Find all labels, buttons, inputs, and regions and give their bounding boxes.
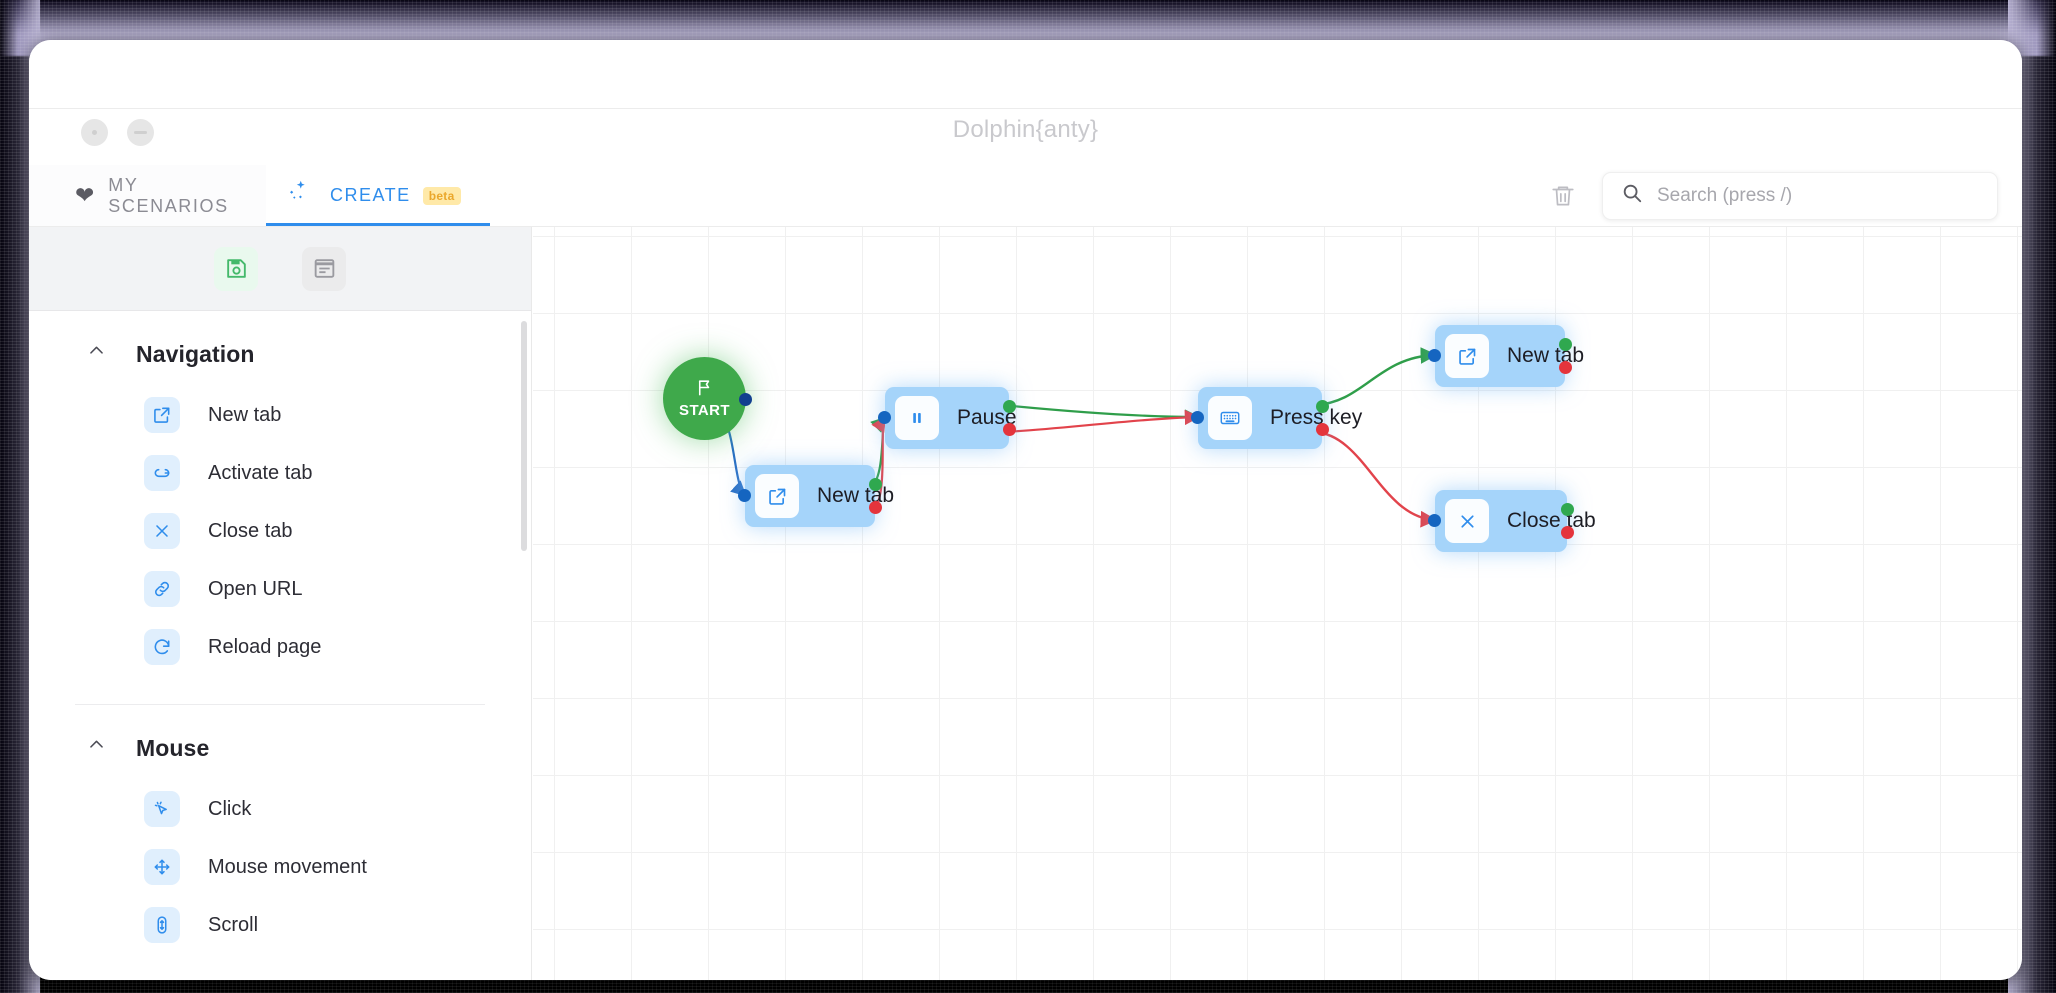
close-x-icon xyxy=(144,513,180,549)
search-input[interactable] xyxy=(1657,184,1979,207)
sidebar-item-label: Mouse movement xyxy=(208,855,367,878)
scenario-canvas[interactable]: START New tab xyxy=(533,227,2022,980)
sidebar: Navigation New tab xyxy=(29,227,532,980)
window-close-button[interactable] xyxy=(81,119,108,146)
sidebar-item-label: Click xyxy=(208,797,252,820)
port-output-error[interactable] xyxy=(1316,423,1329,436)
port-output-error[interactable] xyxy=(1003,423,1016,436)
scroll-icon xyxy=(144,907,180,943)
sidebar-group-title: Navigation xyxy=(136,341,255,367)
node-label: Close tab xyxy=(1507,509,1596,532)
save-disk-icon[interactable] xyxy=(214,246,258,291)
port-output-error[interactable] xyxy=(1561,526,1574,539)
node-label: Pause xyxy=(957,406,1017,429)
port-output-start[interactable] xyxy=(739,392,752,406)
sidebar-item-click[interactable]: Click xyxy=(29,780,531,838)
node-start[interactable]: START xyxy=(663,357,752,440)
sidebar-item-reload-page[interactable]: Reload page xyxy=(29,618,531,676)
port-output-success[interactable] xyxy=(1559,338,1572,351)
external-link-icon xyxy=(755,474,799,518)
sidebar-item-mouse-movement[interactable]: Mouse movement xyxy=(29,838,531,896)
notes-icon[interactable] xyxy=(302,246,346,291)
sidebar-item-new-tab[interactable]: New tab xyxy=(29,386,531,444)
port-output-success[interactable] xyxy=(869,478,882,491)
port-input[interactable] xyxy=(1428,349,1441,362)
sidebar-group-mouse: Mouse Click xyxy=(29,705,531,954)
port-output-success[interactable] xyxy=(1003,400,1016,413)
node-label: New tab xyxy=(1507,344,1585,367)
chevron-left-icon[interactable] xyxy=(483,227,517,236)
sidebar-group-header-navigation[interactable]: Navigation xyxy=(29,311,531,386)
port-input[interactable] xyxy=(738,489,751,502)
canvas-edges xyxy=(704,347,1438,528)
sidebar-group-header-mouse[interactable]: Mouse xyxy=(29,705,531,780)
external-link-icon xyxy=(144,397,180,433)
activate-tab-icon xyxy=(144,455,180,491)
app-window: Dolphin{anty} ❤ MY SCENARIOS CREATE b xyxy=(29,40,2022,980)
search-icon xyxy=(1621,182,1643,209)
sidebar-item-open-url[interactable]: Open URL xyxy=(29,560,531,618)
tab-create[interactable]: CREATE beta xyxy=(266,165,490,226)
title-bar: Dolphin{anty} xyxy=(29,40,2022,146)
pause-icon xyxy=(895,396,939,440)
toolbar-right xyxy=(1546,165,2022,226)
node-label: Press key xyxy=(1270,406,1363,429)
port-input[interactable] xyxy=(1191,411,1204,424)
port-output-error[interactable] xyxy=(869,501,882,514)
port-output-success[interactable] xyxy=(1316,400,1329,413)
close-x-icon xyxy=(1445,499,1489,543)
window-minimize-button[interactable] xyxy=(127,119,154,146)
sidebar-item-close-tab[interactable]: Close tab xyxy=(29,502,531,560)
reload-icon xyxy=(144,629,180,665)
tab-create-label: CREATE xyxy=(330,185,411,205)
sidebar-item-label: Activate tab xyxy=(208,461,313,484)
port-input[interactable] xyxy=(1428,514,1441,527)
node-label: New tab xyxy=(817,484,895,507)
port-output-error[interactable] xyxy=(1559,361,1572,374)
tab-strip: ❤ MY SCENARIOS CREATE beta xyxy=(29,165,2022,227)
node-new-tab-2[interactable]: New tab xyxy=(1428,325,1584,387)
sidebar-item-label: Close tab xyxy=(208,519,293,542)
chevron-up-icon xyxy=(87,341,106,365)
port-output-success[interactable] xyxy=(1561,503,1574,516)
flag-icon xyxy=(695,378,714,401)
sidebar-group-title: Mouse xyxy=(136,735,210,761)
sidebar-item-label: Open URL xyxy=(208,577,303,600)
sidebar-toolbar xyxy=(29,227,531,311)
canvas-grid xyxy=(533,227,2022,980)
sidebar-item-label: Reload page xyxy=(208,635,322,658)
external-link-icon xyxy=(1445,334,1489,378)
cursor-click-icon xyxy=(144,791,180,827)
node-new-tab-1[interactable]: New tab xyxy=(738,465,894,527)
node-start-label: START xyxy=(679,402,730,419)
search-box[interactable] xyxy=(1602,171,1998,220)
sidebar-item-label: New tab xyxy=(208,403,282,426)
tab-my-scenarios-label: MY SCENARIOS xyxy=(108,174,229,216)
node-pause[interactable]: Pause xyxy=(878,387,1017,449)
tab-my-scenarios[interactable]: ❤ MY SCENARIOS xyxy=(29,165,266,226)
trash-icon[interactable] xyxy=(1546,179,1580,213)
link-chain-icon xyxy=(144,571,180,607)
magic-wand-icon xyxy=(288,178,318,213)
sidebar-group-navigation: Navigation New tab xyxy=(29,311,531,705)
beta-badge: beta xyxy=(422,186,461,205)
app-title: Dolphin{anty} xyxy=(952,116,1099,143)
node-close-tab[interactable]: Close tab xyxy=(1428,490,1596,552)
sidebar-item-label: Scroll xyxy=(208,913,259,936)
sidebar-scrollbar[interactable] xyxy=(521,321,527,551)
sidebar-scroll-area[interactable]: Navigation New tab xyxy=(29,311,531,980)
heart-icon: ❤ xyxy=(75,182,95,208)
port-input[interactable] xyxy=(878,411,891,424)
move-arrows-icon xyxy=(144,849,180,885)
node-press-key[interactable]: Press key xyxy=(1191,387,1362,449)
sidebar-divider xyxy=(75,704,485,705)
chevron-up-icon xyxy=(87,735,106,759)
sidebar-item-scroll[interactable]: Scroll xyxy=(29,896,531,954)
keyboard-icon xyxy=(1208,396,1252,440)
sidebar-item-activate-tab[interactable]: Activate tab xyxy=(29,444,531,502)
